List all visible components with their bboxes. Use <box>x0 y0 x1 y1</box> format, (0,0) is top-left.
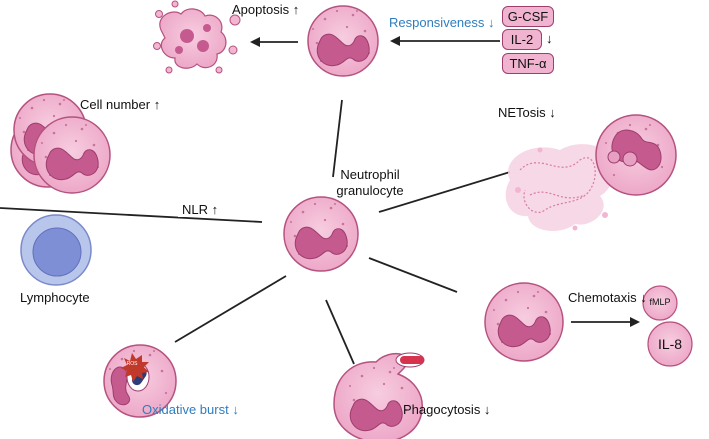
apoptotic-cell-icon <box>153 0 241 74</box>
il2-arrow: ↓ <box>546 31 553 46</box>
oxidative-burst-label: Oxidative burst ↓ <box>142 402 239 417</box>
cell-number-neutrophils-icon <box>10 93 111 194</box>
responsiveness-label: Responsiveness ↓ <box>389 15 495 30</box>
chemotaxis-label: Chemotaxis ↓ <box>568 290 647 305</box>
phagocytosis-label: Phagocytosis ↓ <box>403 402 491 417</box>
ros-burst-icon <box>121 353 149 382</box>
connector-lines <box>0 99 511 365</box>
chemotaxis-neutrophil-icon <box>484 282 564 362</box>
neutrophil-label: Neutrophil granulocyte <box>336 167 404 198</box>
fmlp-label: fMLP <box>649 297 671 307</box>
gcsf-badge: G-CSF <box>502 6 554 27</box>
cell-number-label: Cell number ↑ <box>80 97 161 112</box>
netosis-label: NETosis ↓ <box>498 105 556 120</box>
netosis-icon <box>505 114 677 231</box>
tnfa-badge: TNF-α <box>502 53 554 74</box>
central-neutrophil-icon <box>283 196 359 272</box>
apoptosis-label: Apoptosis ↑ <box>232 2 300 17</box>
oxidative-burst-neutrophil-icon <box>103 344 177 418</box>
lymphocyte-icon <box>20 214 92 286</box>
il8-bubble <box>647 321 693 367</box>
arrows <box>250 36 640 327</box>
top-neutrophil-icon <box>307 5 379 77</box>
il8-label: IL-8 <box>657 336 683 352</box>
phagocytosis-neutrophil-icon <box>333 352 425 439</box>
nlr-label: NLR ↑ <box>178 202 223 217</box>
ros-label: ROS <box>126 361 138 367</box>
lymphocyte-label: Lymphocyte <box>20 290 90 305</box>
fmlp-bubble <box>642 285 678 321</box>
il2-badge: IL-2 <box>502 29 542 50</box>
